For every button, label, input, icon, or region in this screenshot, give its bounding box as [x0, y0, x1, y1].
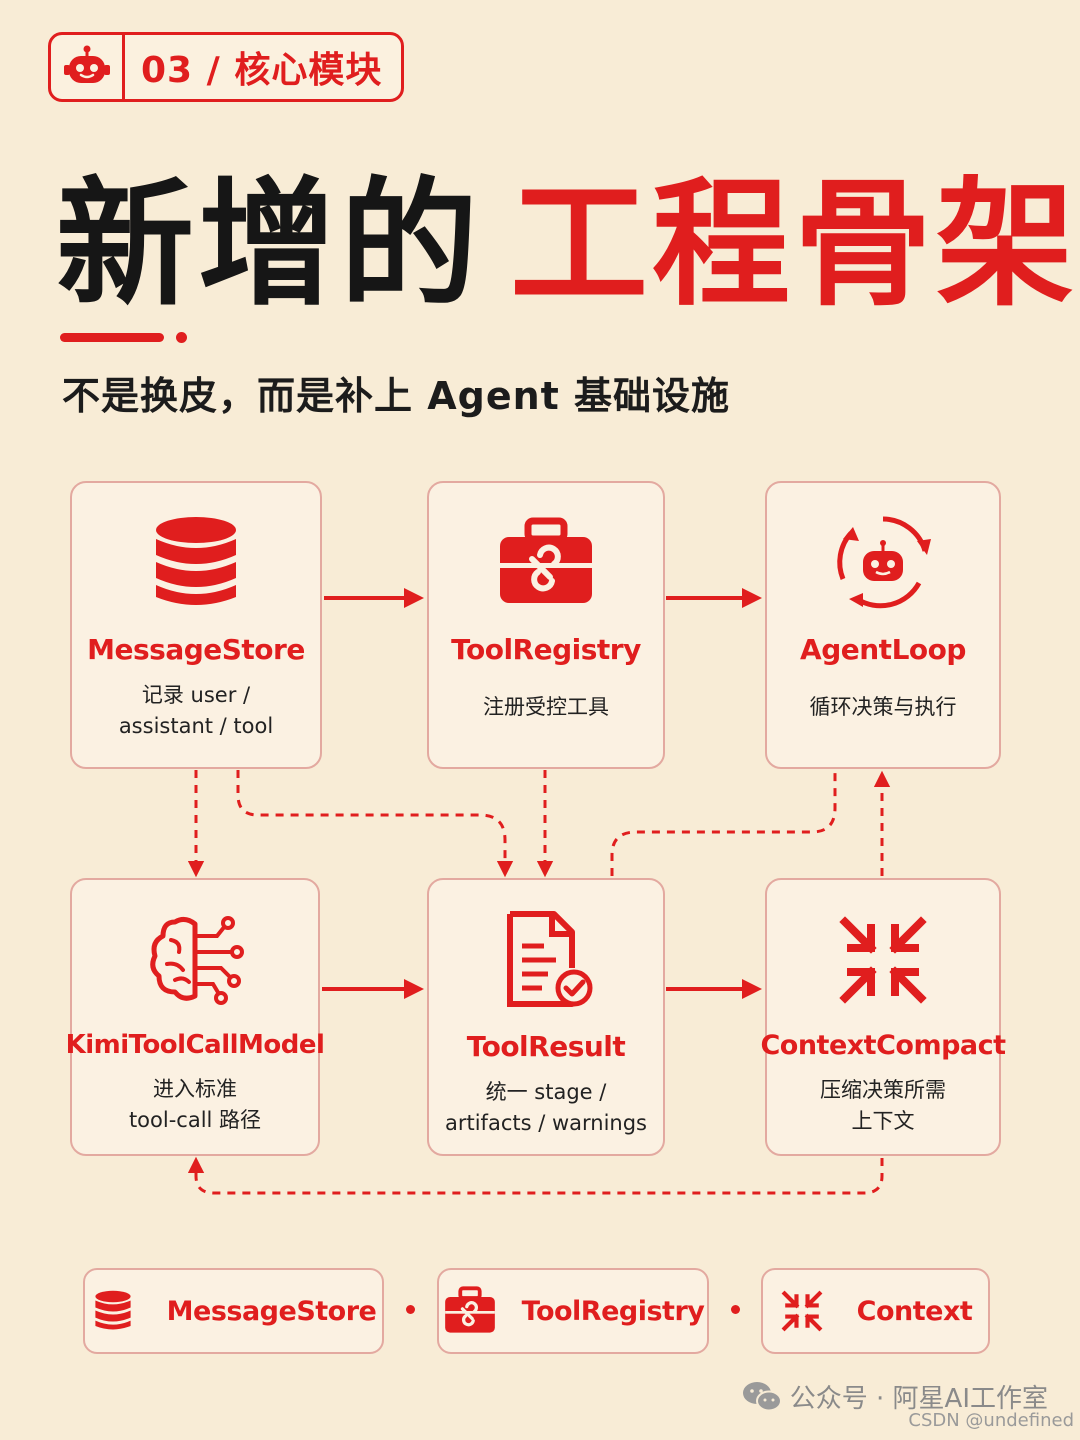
section-label: 03 / 核心模块: [141, 50, 383, 91]
wechat-icon: [742, 1381, 782, 1411]
title-underline: [60, 333, 164, 342]
node-title: AgentLoop: [800, 633, 966, 666]
database-icon: [95, 1290, 131, 1330]
node-tool-registry: ToolRegistry 注册受控工具: [427, 481, 665, 769]
badge-icon-box: [51, 35, 125, 99]
summary-label: MessageStore: [166, 1295, 377, 1327]
node-desc: 注册受控工具: [483, 695, 609, 719]
toolbox-icon: [500, 517, 592, 603]
node-tool-result: ToolResult 统一 stage / artifacts / warnin…: [427, 878, 665, 1156]
section-badge: 03 / 核心模块: [48, 32, 404, 102]
brain-circuit-icon: [150, 916, 244, 1005]
node-desc: 记录 user / assistant / tool: [118, 683, 274, 738]
summary-label: ToolRegistry: [521, 1295, 705, 1327]
robot-cycle-icon: [837, 516, 931, 609]
compress-arrows-icon: [839, 916, 927, 1004]
footer-account: 公众号 · 阿星AI工作室: [742, 1378, 1048, 1415]
summary-pill-context: Context: [761, 1268, 990, 1354]
footer-watermark: CSDN @undefined: [908, 1410, 1074, 1431]
database-icon: [156, 517, 236, 605]
node-title: MessageStore: [87, 633, 305, 666]
node-title: ToolResult: [466, 1030, 626, 1063]
title-dark: 新增的: [56, 164, 483, 325]
node-title: KimiToolCallModel: [65, 1030, 325, 1060]
title-red: 工程骨架: [510, 164, 1079, 325]
summary-label: Context: [856, 1295, 973, 1327]
footer-account-text: 公众号 · 阿星AI工作室: [789, 1384, 1048, 1414]
node-kimi-tool-call-model: KimiToolCallModel 进入标准 tool-call 路径: [66, 878, 325, 1156]
page-subtitle: 不是换皮，而是补上 Agent 基础设施: [62, 374, 731, 418]
robot-icon: [63, 45, 110, 83]
title-underline-dot: [176, 332, 187, 343]
node-agent-loop: AgentLoop 循环决策与执行: [765, 481, 1001, 769]
node-context-compact: ContextCompact 压缩决策所需 上下文: [760, 878, 1006, 1156]
compress-arrows-icon: [781, 1290, 823, 1332]
toolbox-icon: [444, 1286, 495, 1333]
page-title: 新增的工程骨架: [56, 160, 1078, 330]
edge-messagestore-toolresult: [236, 770, 514, 878]
node-message-store: MessageStore 记录 user / assistant / tool: [70, 481, 322, 769]
node-title: ToolRegistry: [451, 633, 641, 666]
summary-separator: [731, 1305, 740, 1314]
summary-pill-messagestore: MessageStore: [83, 1268, 384, 1354]
summary-pill-toolregistry: ToolRegistry: [437, 1268, 709, 1354]
summary-separator: [406, 1305, 415, 1314]
node-desc: 循环决策与执行: [809, 695, 957, 719]
edge-toolresult-agentloop: [610, 770, 837, 876]
edge-contextcompact-kimi: [187, 1156, 884, 1195]
node-desc: 压缩决策所需 上下文: [820, 1078, 946, 1133]
node-title: ContextCompact: [760, 1030, 1006, 1061]
document-check-icon: [507, 911, 593, 1007]
node-desc: 进入标准 tool-call 路径: [128, 1077, 262, 1132]
node-desc: 统一 stage / artifacts / warnings: [444, 1080, 647, 1135]
